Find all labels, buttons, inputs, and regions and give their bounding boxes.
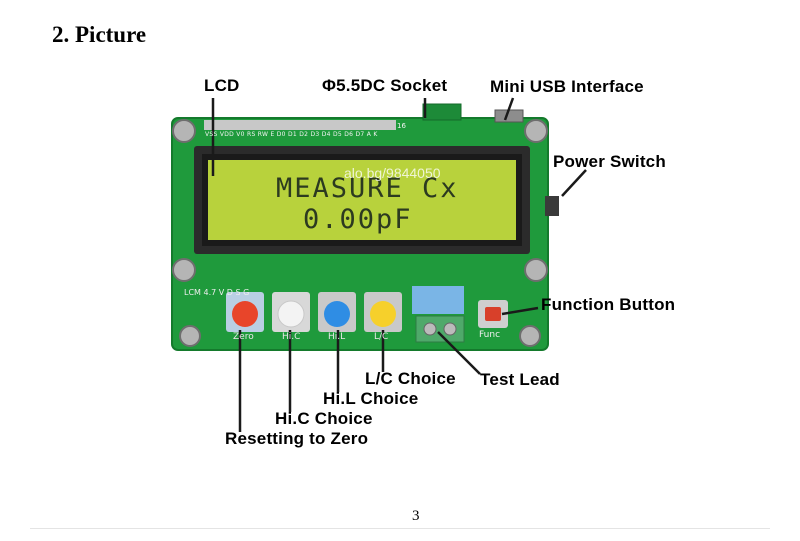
callout-reset-zero: Resetting to Zero <box>225 429 369 448</box>
pin-count-label: 16 <box>397 122 406 130</box>
page-heading: 2. Picture <box>52 22 147 47</box>
callout-test-lead: Test Lead <box>480 370 560 389</box>
callout-hic-choice: Hi.C Choice <box>275 409 373 428</box>
func-tag: Func <box>479 330 501 340</box>
button-tag-lc: L/C <box>374 332 389 342</box>
dc-socket <box>422 103 462 121</box>
callout-mini-usb: Mini USB Interface <box>490 77 644 96</box>
lcd-line-1: MEASURE Cx <box>276 173 459 204</box>
callout-lc-choice: L/C Choice <box>365 369 456 388</box>
push-buttons <box>226 292 402 332</box>
callout-power-switch: Power Switch <box>553 152 666 171</box>
corner-screws <box>172 119 548 347</box>
button-tag-zero: Zero <box>233 332 254 342</box>
page-number: 3 <box>412 508 420 524</box>
test-lead-terminal <box>415 315 465 343</box>
callout-lines <box>211 97 587 432</box>
pin-labels: VSS VDD V0 RS RW E D0 D1 D2 D3 D4 D5 D6 … <box>205 131 378 138</box>
callout-dc-socket: Φ5.5DC Socket <box>322 76 448 95</box>
callout-hil-choice: Hi.L Choice <box>323 389 419 408</box>
callout-lcd: LCD <box>204 76 240 95</box>
power-switch <box>545 196 559 216</box>
lcd-line-2: 0.00pF <box>303 204 413 235</box>
page-footer-rule <box>30 528 770 529</box>
button-tag-hic: Hi.C <box>282 332 301 342</box>
callout-function-button: Function Button <box>541 295 676 314</box>
watermark: alo.bg/9844050 <box>344 165 441 181</box>
side-label: LCM 4.7 V D S G <box>184 288 250 297</box>
button-tag-hil: Hi.L <box>328 332 346 342</box>
lcd-header-pins <box>204 120 396 130</box>
blue-module <box>412 286 464 314</box>
lcd-screen <box>208 160 516 240</box>
